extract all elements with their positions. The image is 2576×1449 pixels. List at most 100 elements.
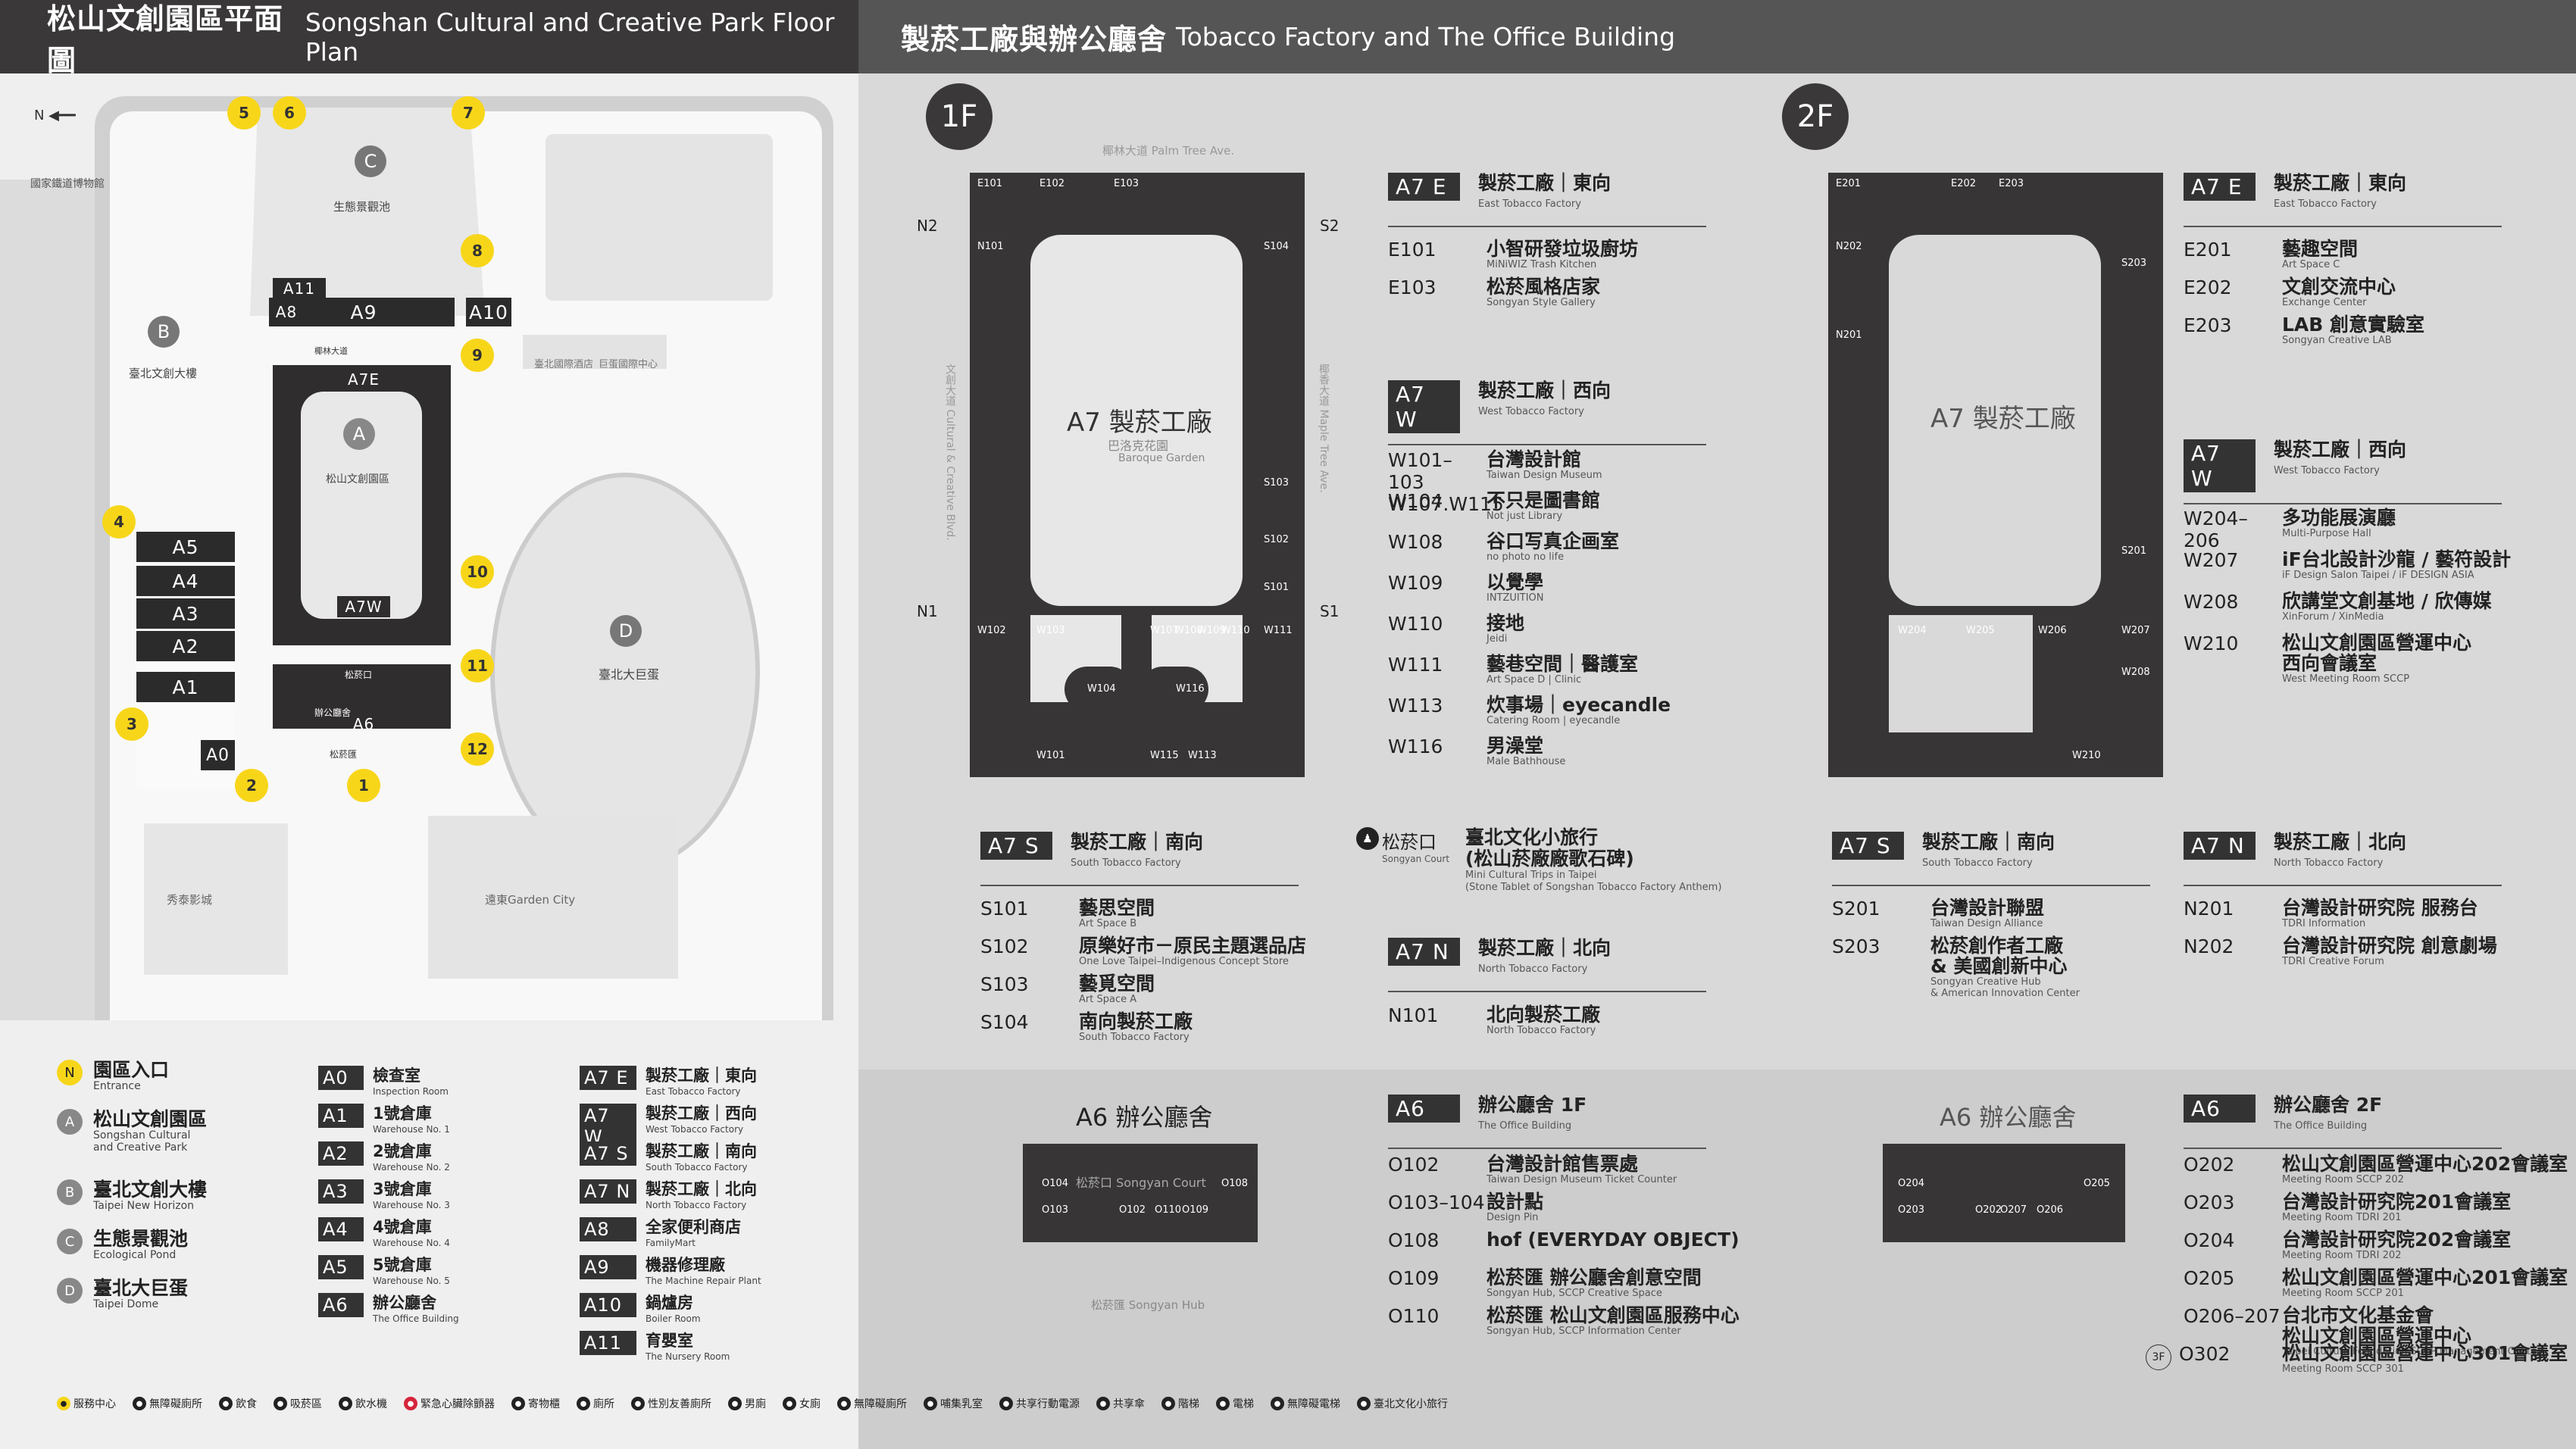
pin-4[interactable]: 4 — [102, 505, 136, 539]
a6-2f-room-0[interactable]: O204 — [1898, 1178, 1925, 1189]
plan2-room-w208[interactable]: W208 — [2121, 667, 2150, 678]
map-a4[interactable]: A4 — [136, 566, 235, 596]
pin-3[interactable]: 3 — [115, 707, 148, 741]
plan2-room-e202[interactable]: E202 — [1951, 178, 1977, 189]
plan1-room-n101[interactable]: N101 — [977, 241, 1004, 252]
plan1-room-w101[interactable]: W101 — [1036, 750, 1065, 761]
pin-12[interactable]: 12 — [461, 732, 494, 766]
section-s2n-tag[interactable]: A7 N — [2184, 832, 2256, 860]
plan1-room-w104[interactable]: W104 — [1087, 683, 1116, 695]
plan1-room-w102[interactable]: W102 — [977, 625, 1006, 636]
section-s2e-tag[interactable]: A7 E — [2184, 173, 2256, 201]
map-a0[interactable]: A0 — [201, 740, 235, 770]
plan1-room-s104[interactable]: S104 — [1264, 241, 1290, 252]
map-a7e[interactable]: A7E — [347, 370, 380, 389]
plan1-room-w103[interactable]: W103 — [1036, 625, 1065, 636]
a6-1f-room-2[interactable]: O103 — [1042, 1204, 1069, 1216]
map-a5[interactable]: A5 — [136, 532, 235, 562]
pin-5[interactable]: 5 — [227, 96, 261, 130]
map-a3[interactable]: A3 — [136, 598, 235, 629]
plan1-room-s101[interactable]: S101 — [1264, 582, 1290, 593]
section-s1e-tag[interactable]: A7 E — [1388, 173, 1460, 201]
pin-10[interactable]: 10 — [461, 555, 494, 589]
a6-2f-room-2[interactable]: O203 — [1898, 1204, 1925, 1216]
a6-1f-room-4[interactable]: O110 — [1155, 1204, 1182, 1216]
section-s2w-tag[interactable]: A7 W — [2184, 439, 2256, 492]
map-a7w[interactable]: A7W — [337, 596, 390, 617]
pin-1[interactable]: 1 — [347, 769, 380, 802]
a6-2f-room-4[interactable]: O207 — [2000, 1204, 2027, 1216]
plan2-room-n202[interactable]: N202 — [1836, 241, 1862, 252]
a6-1f-room-5[interactable]: O109 — [1182, 1204, 1209, 1216]
plan2-room-w205[interactable]: W205 — [1966, 625, 1995, 636]
plan2-room-s201[interactable]: S201 — [2121, 545, 2147, 557]
floor-1f-badge[interactable]: 1F — [926, 83, 993, 150]
plan1-room-w109[interactable]: W109 — [1197, 625, 1226, 636]
plan1-room-w110[interactable]: W110 — [1221, 625, 1250, 636]
plan2-room-e201[interactable]: E201 — [1836, 178, 1862, 189]
plan2-room-w210[interactable]: W210 — [2072, 750, 2101, 761]
map-a8[interactable]: A8 — [269, 298, 304, 326]
a6-1f-room-0[interactable]: O104 — [1042, 1178, 1069, 1189]
pin-7[interactable]: 7 — [452, 96, 485, 130]
map-a6[interactable]: A6 — [352, 715, 375, 733]
plan1-room-s103[interactable]: S103 — [1264, 477, 1290, 489]
plan2-room-e203[interactable]: E203 — [1999, 178, 2024, 189]
plan1-room-e102[interactable]: E102 — [1039, 178, 1065, 189]
plan2-room-w207[interactable]: W207 — [2121, 625, 2150, 636]
plan1-room-w116[interactable]: W116 — [1176, 683, 1205, 695]
a6-2f-room-3[interactable]: O202 — [1975, 1204, 2002, 1216]
plan1-room-w111[interactable]: W111 — [1264, 625, 1293, 636]
floor-2f-badge[interactable]: 2F — [1782, 83, 1849, 150]
plan1-room-e103[interactable]: E103 — [1114, 178, 1140, 189]
plan2-room-w206[interactable]: W206 — [2038, 625, 2067, 636]
door-n2[interactable]: N2 — [917, 217, 938, 235]
pin-2[interactable]: 2 — [235, 769, 268, 802]
map-a10[interactable]: A10 — [466, 298, 511, 326]
a6-2f-room-1[interactable]: O205 — [2084, 1178, 2111, 1189]
pin-6[interactable]: 6 — [273, 96, 306, 130]
plan1-room-w107[interactable]: W107 — [1150, 625, 1179, 636]
door-s2[interactable]: S2 — [1320, 217, 1340, 235]
section-s1n-tag[interactable]: A7 N — [1388, 938, 1460, 966]
plan2-room-s203[interactable]: S203 — [2121, 258, 2147, 269]
section-s1w-tag[interactable]: A7 W — [1388, 380, 1460, 433]
section-s2s-tag[interactable]: A7 S — [1832, 832, 1904, 860]
map-a1[interactable]: A1 — [136, 672, 235, 702]
plan1-room-w113[interactable]: W113 — [1188, 750, 1217, 761]
plan1-room-s102[interactable]: S102 — [1264, 534, 1290, 545]
